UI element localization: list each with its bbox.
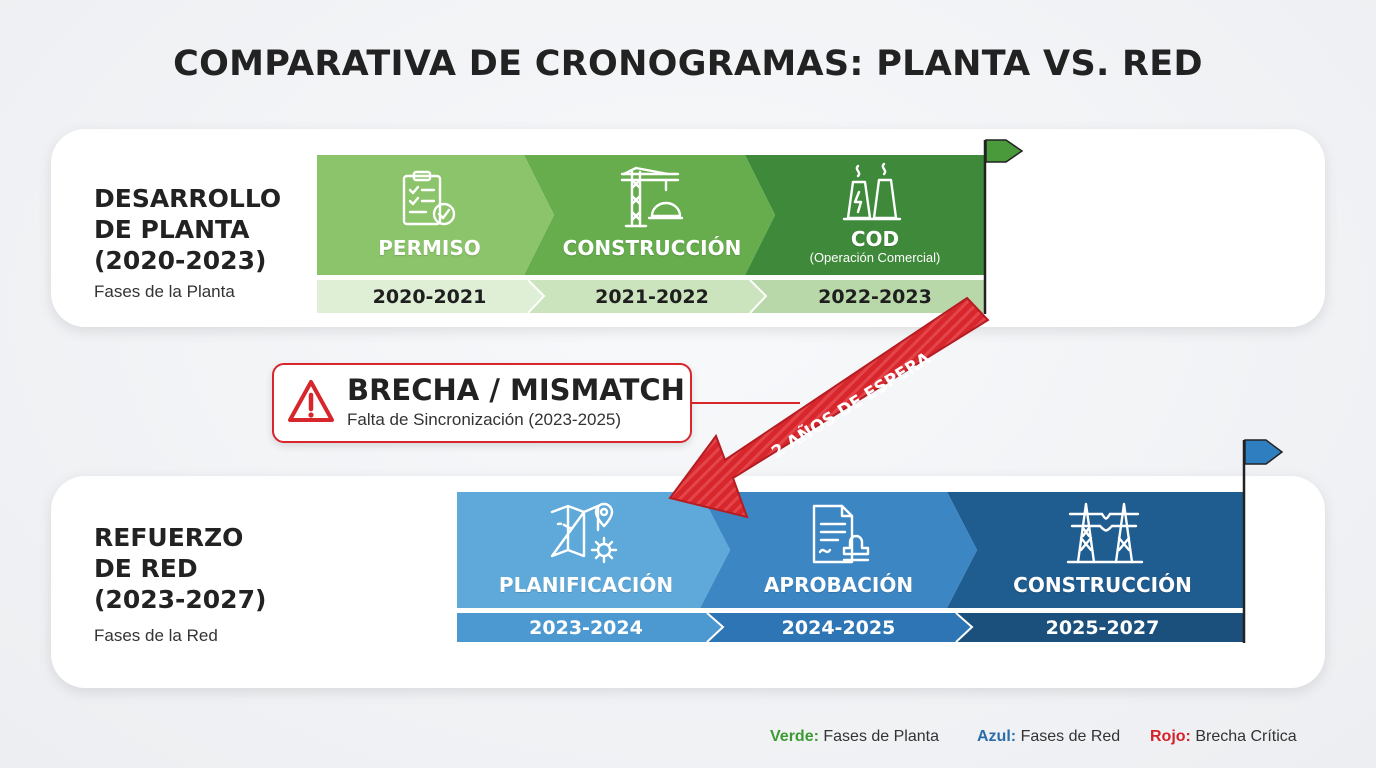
- plant-year-strip-3: [750, 280, 985, 313]
- grid-phase-name: APROBACIÓN: [763, 573, 914, 597]
- transmission-tower-icon: [1066, 502, 1144, 564]
- legend-key: Verde:: [770, 728, 819, 745]
- plant-phase-years: 2020-2021: [372, 286, 487, 308]
- plant-label-line: (2020-2023): [94, 246, 267, 275]
- plant-label-line: DE PLANTA: [94, 215, 250, 244]
- grid-phase-name: PLANIFICACIÓN: [498, 573, 674, 597]
- plant-year-strip-2: [528, 280, 766, 313]
- map-gear-icon: [550, 502, 618, 564]
- grid-phase-name: CONSTRUCCIÓN: [1013, 573, 1192, 597]
- mismatch-callout: BRECHA / MISMATCH Falta de Sincronizació…: [272, 363, 692, 443]
- legend-text: Brecha Crítica: [1195, 728, 1297, 745]
- grid-phase-chevron-construccion: [947, 492, 1243, 608]
- grid-phase-years: 2025-2027: [1045, 617, 1160, 639]
- legend-text: Fases de Red: [1020, 728, 1121, 745]
- page-title: COMPARATIVA DE CRONOGRAMAS: PLANTA VS. R…: [173, 44, 1203, 84]
- grid-label-line: DE RED: [94, 554, 198, 583]
- legend-key: Rojo:: [1150, 728, 1191, 745]
- grid-year-strip-1: [457, 613, 723, 642]
- warning-triangle-icon: [288, 380, 334, 422]
- plant-phase-subtitle: (Operación Comercial): [809, 250, 941, 265]
- grid-label-line: (2023-2027): [94, 585, 267, 614]
- power-plant-icon: [842, 162, 902, 221]
- grid-finish-flag: [1244, 439, 1284, 465]
- crane-hardhat-icon: [620, 166, 684, 228]
- grid-row-subtitle: Fases de la Red: [94, 626, 218, 645]
- plant-phase-chevron-cod: [745, 155, 985, 275]
- legend-item-plant: Verde: Fases de Planta: [770, 728, 939, 746]
- document-stamp-icon: [812, 504, 870, 564]
- grid-year-strip-3: [956, 613, 1243, 642]
- gap-arrow: [668, 296, 990, 519]
- plant-row-subtitle: Fases de la Planta: [94, 282, 235, 301]
- checklist-clipboard-icon: [402, 170, 456, 226]
- plant-phase-years: 2021-2022: [595, 286, 709, 308]
- legend-key: Azul:: [977, 728, 1017, 745]
- mismatch-subtitle: Falta de Sincronización (2023-2025): [347, 410, 622, 429]
- grid-year-strip-2: [707, 613, 972, 642]
- grid-phase-years: 2024-2025: [781, 617, 896, 639]
- plant-phase-years: 2022-2023: [818, 286, 932, 308]
- plant-row-label: DESARROLLO DE PLANTA (2020-2023): [94, 183, 281, 276]
- grid-label-line: REFUERZO: [94, 523, 244, 552]
- plant-phase-name: PERMISO: [378, 236, 481, 260]
- gap-arrow-label: 2 AÑOS DE ESPERA: [767, 346, 936, 463]
- plant-year-strip-1: [317, 280, 544, 313]
- plant-phase-name: CONSTRUCCIÓN: [562, 236, 742, 260]
- grid-phase-years: 2023-2024: [529, 617, 643, 639]
- plant-phase-chevron-permiso: [317, 155, 554, 275]
- plant-finish-flag: [985, 139, 1024, 163]
- plant-label-line: DESARROLLO: [94, 184, 282, 213]
- plant-phase-name: COD: [850, 227, 900, 251]
- mismatch-title: BRECHA / MISMATCH: [347, 373, 685, 407]
- legend-item-gap: Rojo: Brecha Crítica: [1150, 728, 1297, 746]
- plant-phase-chevron-construccion: [524, 155, 775, 275]
- grid-row-label: REFUERZO DE RED (2023-2027): [94, 522, 266, 615]
- grid-phase-chevron-aprobacion: [700, 492, 977, 608]
- legend-item-grid: Azul: Fases de Red: [977, 728, 1120, 746]
- legend-text: Fases de Planta: [823, 728, 939, 745]
